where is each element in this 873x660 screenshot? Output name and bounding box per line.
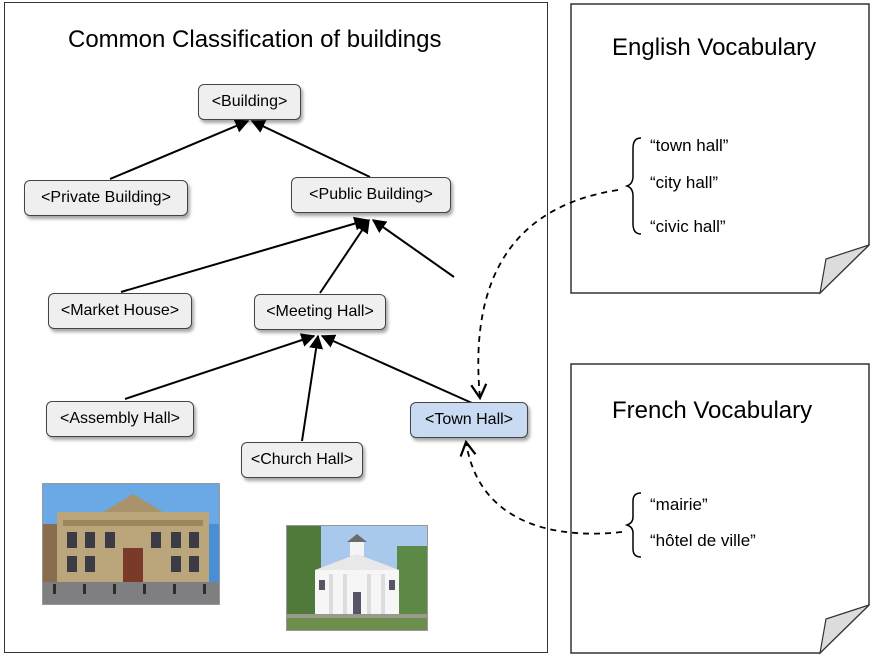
town-hall-photo-stone: [42, 483, 220, 605]
edge-meeting-to-public: [319, 218, 370, 294]
french-term-1: “mairie”: [650, 495, 708, 514]
town-hall-photo-white: [286, 525, 428, 631]
edge-assembly-to-meeting: [124, 333, 316, 400]
french-to-town-hall-arrow: [459, 439, 623, 535]
edge-public-to-building: [250, 120, 371, 178]
english-term-1: “town hall”: [650, 136, 729, 155]
node-building[interactable]: <Building>: [198, 84, 301, 120]
english-vocabulary-page: English Vocabulary “town hall” “city hal…: [570, 3, 871, 295]
page-shape: [570, 3, 870, 295]
french-terms-brace: [625, 492, 642, 558]
edge-more-to-public: [371, 219, 455, 278]
page-shape: [570, 363, 870, 655]
stone-building-illustration: [43, 484, 219, 604]
english-to-town-hall-arrow: [470, 189, 619, 401]
english-term-2: “city hall”: [650, 173, 719, 192]
french-vocabulary-title: French Vocabulary: [612, 397, 813, 424]
edge-market-to-public: [120, 216, 369, 293]
white-building-illustration: [287, 526, 427, 630]
node-assembly-hall[interactable]: <Assembly Hall>: [46, 401, 194, 437]
edge-church-to-meeting: [301, 334, 324, 442]
classification-title: Common Classification of buildings: [68, 26, 442, 53]
english-terms-brace: [625, 137, 642, 235]
node-public-building[interactable]: <Public Building>: [291, 177, 451, 213]
french-term-2: “hôtel de ville”: [650, 531, 756, 550]
node-private-building[interactable]: <Private Building>: [24, 180, 188, 216]
edge-private-to-building: [109, 119, 250, 180]
node-market-house[interactable]: <Market House>: [48, 293, 192, 329]
english-vocabulary-title: English Vocabulary: [612, 34, 817, 61]
english-term-3: “civic hall”: [650, 217, 726, 236]
node-meeting-hall[interactable]: <Meeting Hall>: [254, 294, 386, 330]
node-town-hall[interactable]: <Town Hall>: [410, 402, 528, 438]
node-church-hall[interactable]: <Church Hall>: [241, 442, 363, 478]
french-vocabulary-page: French Vocabulary “mairie” “hôtel de vil…: [570, 363, 871, 655]
edge-townhall-to-meeting: [320, 334, 473, 404]
